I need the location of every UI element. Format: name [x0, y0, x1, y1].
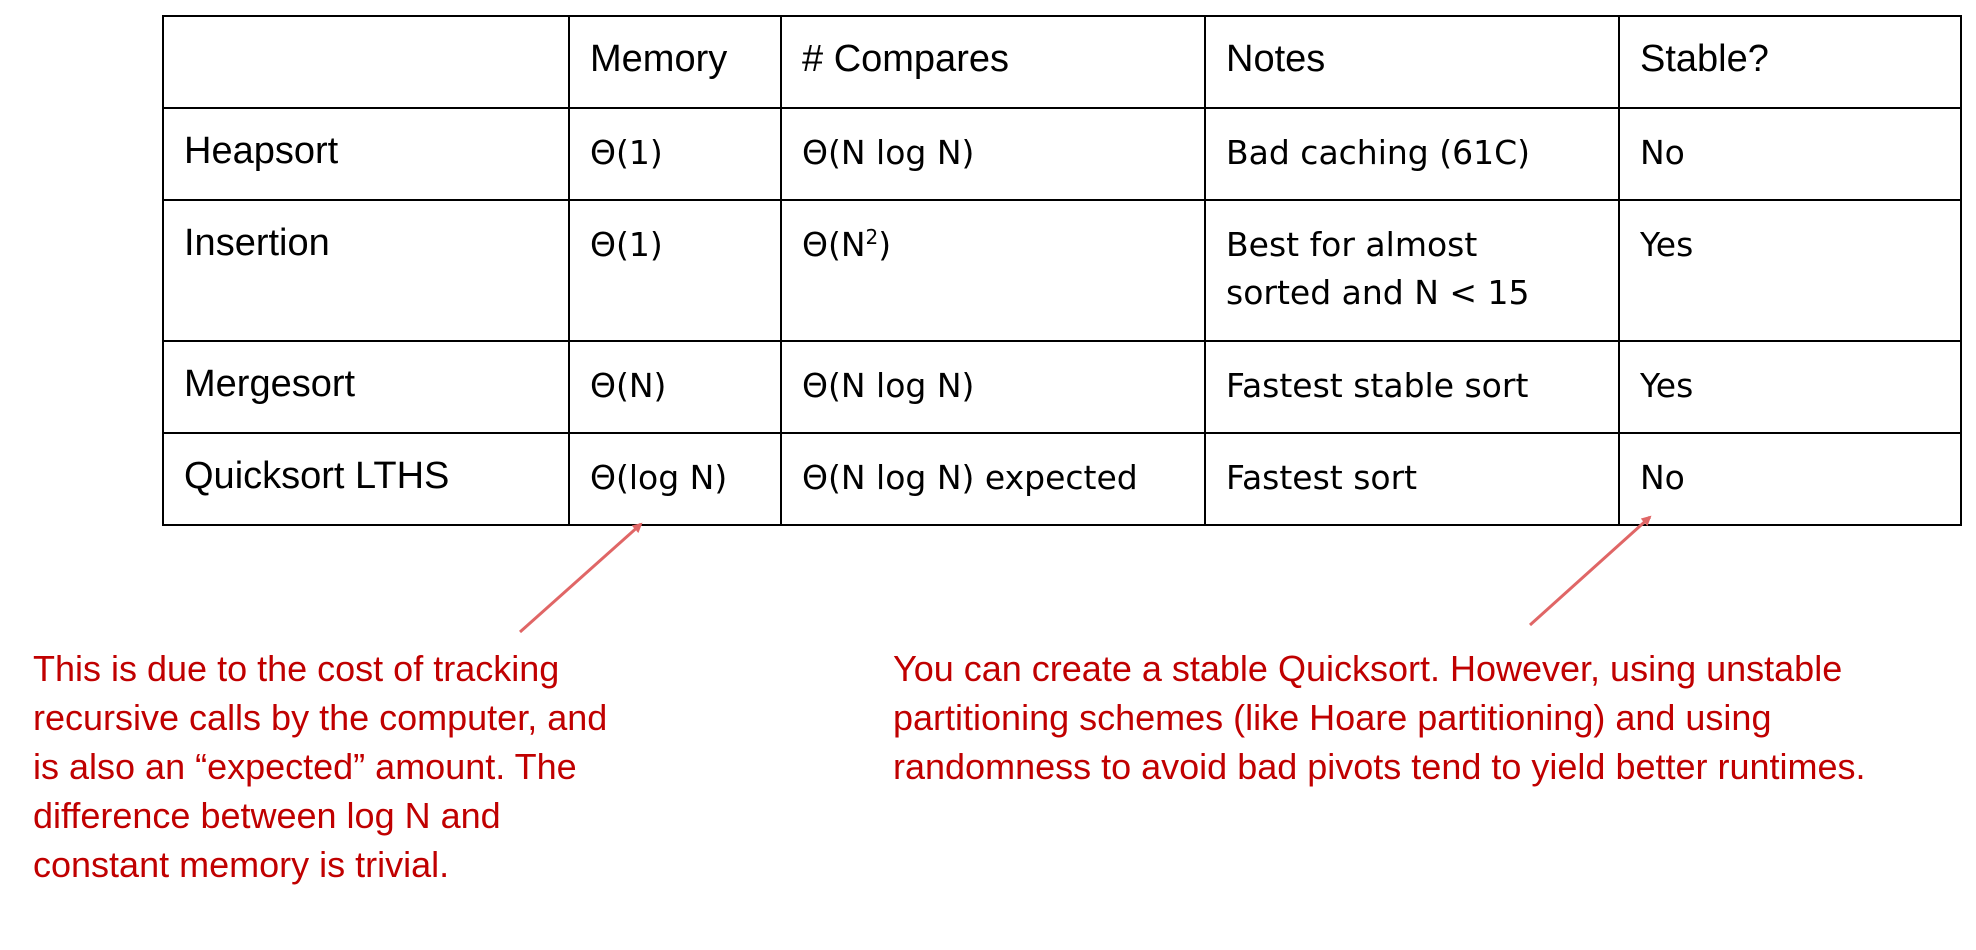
- stable-cell: Yes: [1618, 199, 1962, 342]
- stable-cell: No: [1618, 107, 1962, 201]
- stable-cell: No: [1618, 432, 1962, 526]
- memory-cell: Θ(log N): [568, 432, 782, 526]
- sort-comparison-table: Memory # Compares Notes Stable? Heapsort…: [162, 15, 1962, 526]
- memory-cell: Θ(1): [568, 199, 782, 342]
- header-cell-memory: Memory: [568, 15, 782, 109]
- header-cell-empty: [162, 15, 570, 109]
- header-cell-notes: Notes: [1204, 15, 1620, 109]
- notes-cell: Fastest sort: [1204, 432, 1620, 526]
- table-row-heapsort: Heapsort Θ(1) Θ(N log N) Bad caching (61…: [162, 107, 1962, 201]
- row-name-cell: Heapsort: [162, 107, 570, 201]
- row-name-cell: Quicksort LTHS: [162, 432, 570, 526]
- table-header-row: Memory # Compares Notes Stable?: [162, 15, 1962, 109]
- stability-annotation: You can create a stable Quicksort. Howev…: [893, 648, 1866, 787]
- memory-cell: Θ(N): [568, 340, 782, 434]
- memory-arrow: [519, 522, 643, 634]
- notes-cell: Best for almost sorted and N < 15: [1204, 199, 1620, 342]
- memory-cell: Θ(1): [568, 107, 782, 201]
- compares-cell: Θ(N log N) expected: [780, 432, 1206, 526]
- table-row-quicksort-lths: Quicksort LTHS Θ(log N) Θ(N log N) expec…: [162, 432, 1962, 526]
- header-cell-compares: # Compares: [780, 15, 1206, 109]
- notes-cell: Fastest stable sort: [1204, 340, 1620, 434]
- compares-cell: Θ(N log N): [780, 107, 1206, 201]
- row-name-cell: Mergesort: [162, 340, 570, 434]
- table-row-mergesort: Mergesort Θ(N) Θ(N log N) Fastest stable…: [162, 340, 1962, 434]
- header-cell-stable: Stable?: [1618, 15, 1962, 109]
- stable-arrow: [1528, 515, 1652, 627]
- stable-cell: Yes: [1618, 340, 1962, 434]
- table-row-insertion: Insertion Θ(1) Θ(N2) Best for almost sor…: [162, 199, 1962, 342]
- compares-cell: Θ(N2): [780, 199, 1206, 342]
- notes-cell: Bad caching (61C): [1204, 107, 1620, 201]
- memory-annotation: This is due to the cost of tracking recu…: [33, 648, 608, 885]
- row-name-cell: Insertion: [162, 199, 570, 342]
- compares-cell: Θ(N log N): [780, 340, 1206, 434]
